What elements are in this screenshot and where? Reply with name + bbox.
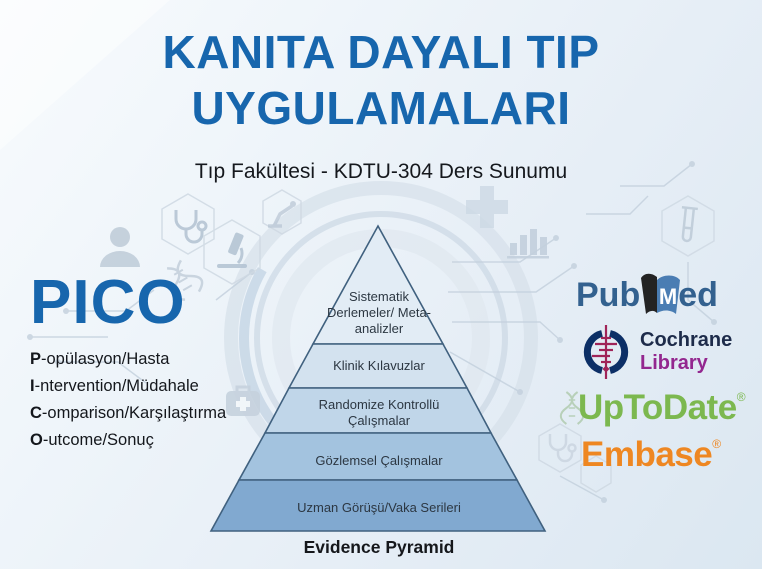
dna-icon (559, 391, 585, 425)
stethoscope-icon (548, 434, 577, 463)
open-book-icon: M (641, 273, 681, 314)
microscope-icon (217, 232, 247, 268)
pico-section: PICO P-opülasyon/Hasta I-ntervention/Müd… (30, 270, 226, 454)
cochrane-forest-plot-icon (583, 325, 629, 379)
hexagon-outlines (161, 189, 715, 493)
pubmed-text-m: M (659, 284, 677, 309)
pyramid-caption: Evidence Pyramid (303, 537, 455, 557)
pubmed-text-ed: ed (678, 275, 718, 314)
pico-item-letter: I (30, 377, 35, 395)
pico-list: P-opülasyon/Hasta I-ntervention/Müdahale… (30, 346, 226, 454)
cochrane-library: Library (640, 352, 708, 374)
pico-item-text: -omparison/Karşılaştırma (41, 404, 227, 422)
uptodate-logo: UpToDate® (578, 388, 746, 428)
pico-item-outcome: O-utcome/Sonuç (30, 427, 226, 454)
bar-chart-icon (507, 229, 549, 259)
embase-logo: Embase® (581, 435, 721, 475)
subtitle: Tıp Fakültesi - KDTU-304 Ders Sunumu (194, 160, 568, 183)
cochrane-name: Cochrane (640, 329, 733, 351)
pico-item-letter: P (30, 350, 42, 368)
robot-arm-icon (268, 201, 296, 228)
person-doctor-icon (100, 227, 140, 267)
pico-item-text: -opülasyon/Hasta (41, 350, 170, 368)
pico-item-letter: C (30, 404, 42, 422)
embase-name: Embase (581, 435, 713, 474)
circuit-traces (27, 161, 717, 503)
cochrane-logo: Cochrane Library (580, 324, 732, 380)
pubmed-logo: Pub M ed (576, 272, 718, 318)
pyramid-tier-label: Sistematik Derlemeler/ Meta-analizler (326, 289, 432, 337)
page-title: KANITA DAYALI TIP UYGULAMALARI (0, 24, 762, 136)
evidence-pyramid: Sistematik Derlemeler/ Meta-analizler Kl… (199, 218, 559, 568)
stethoscope-icon (174, 210, 208, 244)
title-line-1: KANITA DAYALI TIP (162, 26, 600, 78)
pico-item-text: -utcome/Sonuç (42, 431, 154, 449)
dna-icon (167, 259, 204, 301)
pyramid-tier-label: Uzman Görüşü/Vaka Serileri (297, 500, 461, 515)
title-line-2: UYGULAMALARI (191, 82, 571, 134)
pico-heading: PICO (30, 268, 186, 337)
first-aid-kit-icon (226, 385, 260, 416)
pyramid-tier-label: Gözlemsel Çalışmalar (315, 453, 443, 468)
pyramid-tier-5 (209, 479, 547, 532)
pico-item-letter: O (30, 431, 43, 449)
pyramid-tier-label: Klinik Kılavuzlar (333, 358, 425, 373)
pubmed-text-pub: Pub (576, 275, 641, 314)
pico-item-text: -ntervention/Müdahale (34, 377, 199, 395)
pyramid-tier-label: Randomize Kontrollü Çalışmalar (318, 397, 440, 429)
pico-item-intervention: I-ntervention/Müdahale (30, 373, 226, 400)
registered-mark: ® (736, 390, 746, 404)
pyramid-graphic (209, 224, 547, 532)
registered-mark: ® (712, 437, 721, 451)
pico-item-population: P-opülasyon/Hasta (30, 346, 226, 373)
test-tube-icon (681, 206, 698, 243)
uptodate-name: UpToDate (578, 388, 737, 427)
sheen (0, 0, 170, 150)
pico-item-comparison: C-omparison/Karşılaştırma (30, 400, 226, 427)
medical-cross-icon (466, 186, 508, 228)
